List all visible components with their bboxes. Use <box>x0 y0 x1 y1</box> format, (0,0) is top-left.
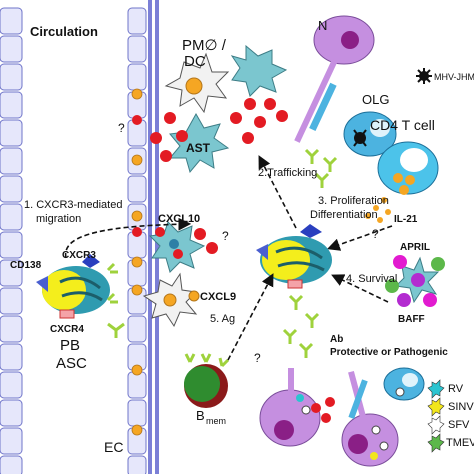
question-mark-1: ? <box>118 121 125 135</box>
step4-label: 4. Survival <box>346 273 397 285</box>
sinv-icon <box>427 397 445 417</box>
circulation-label: Circulation <box>30 24 98 39</box>
oligodendrocyte-cell <box>343 111 397 157</box>
cxcr4-label: CXCR4 <box>50 324 84 335</box>
step5-label: 5. Ag <box>210 313 235 325</box>
lower-neuron-right <box>341 370 399 467</box>
pb-asc-cell <box>36 254 118 319</box>
lower-olg-cell <box>383 367 425 401</box>
step3-arrow <box>326 225 393 251</box>
question-mark-4: ? <box>222 229 229 243</box>
cxcl9-label: CXCL9 <box>200 291 236 303</box>
mhv-label: MHV-JHM <box>434 72 474 82</box>
astrocyte-cell <box>168 112 230 174</box>
antibodies-center <box>304 148 338 188</box>
asc-label: ASC <box>56 355 87 372</box>
legend-sinv: SINV <box>448 401 474 413</box>
cd4-t-cell <box>377 141 439 195</box>
lower-red-dots <box>311 397 335 423</box>
lower-neuron-left <box>259 368 321 447</box>
pm-dc-label: PM∅ / <box>182 37 227 54</box>
neuron-cell <box>294 15 375 143</box>
virus-legend: RV SINV SFV TMEV <box>427 379 474 453</box>
cd4-label: CD4 T cell <box>370 117 435 133</box>
step4-arrow <box>331 274 389 303</box>
n-label: N <box>318 18 327 33</box>
astrocyte-top <box>230 44 288 144</box>
antibodies-lower <box>282 294 320 358</box>
step3-label-2: Differentiation <box>310 209 378 221</box>
b-label: B <box>196 408 205 423</box>
endothelial-chemokines <box>131 88 143 436</box>
pm-dc-label-2: DC <box>184 53 206 70</box>
macrophage-dc-cell <box>164 52 230 114</box>
ec-label: EC <box>104 439 123 455</box>
step1-label: 1. CXCR3-mediated <box>24 199 122 211</box>
question-mark-3: ? <box>372 227 379 241</box>
b-memory-cell <box>184 353 230 408</box>
antibody-near-pb <box>107 322 125 338</box>
ab-label: Ab <box>330 334 343 345</box>
sfv-icon <box>427 415 445 435</box>
step2-label: 2.Trafficking <box>258 167 317 179</box>
ab-label-2: Protective or Pathogenic <box>330 347 448 358</box>
step3-label: 3. Proliferation <box>318 195 389 207</box>
cxcl9-cell <box>142 272 200 328</box>
il21-label: IL-21 <box>394 214 418 225</box>
olg-label: OLG <box>362 92 389 107</box>
baff-label: BAFF <box>398 314 425 325</box>
step1-arrow <box>64 217 192 259</box>
step1-label-2: migration <box>36 213 81 225</box>
april-baff-cluster <box>385 255 445 307</box>
legend-rv: RV <box>448 383 464 395</box>
cd138-label: CD138 <box>10 260 42 271</box>
cxcl10-dots-upper <box>150 112 188 162</box>
mem-label: mem <box>206 416 226 426</box>
rv-icon <box>427 379 445 399</box>
ast-label: AST <box>186 141 211 155</box>
pb-label: PB <box>60 337 80 354</box>
step2-arrow <box>258 155 297 229</box>
april-label: APRIL <box>400 242 430 253</box>
mhv-jhm-icon <box>416 68 432 84</box>
cxcl10-label: CXCL10 <box>158 213 200 225</box>
tmev-icon <box>427 433 445 453</box>
left-vessel-wall <box>0 7 23 474</box>
legend-sfv: SFV <box>448 419 470 431</box>
question-mark-2: ? <box>254 351 261 365</box>
astrocyte-cxcl10 <box>148 221 218 273</box>
legend-tmev: TMEV <box>446 437 474 449</box>
il21-dots <box>365 197 391 223</box>
central-plasma-cell <box>256 224 332 289</box>
cxcr3-label: CXCR3 <box>62 250 96 261</box>
